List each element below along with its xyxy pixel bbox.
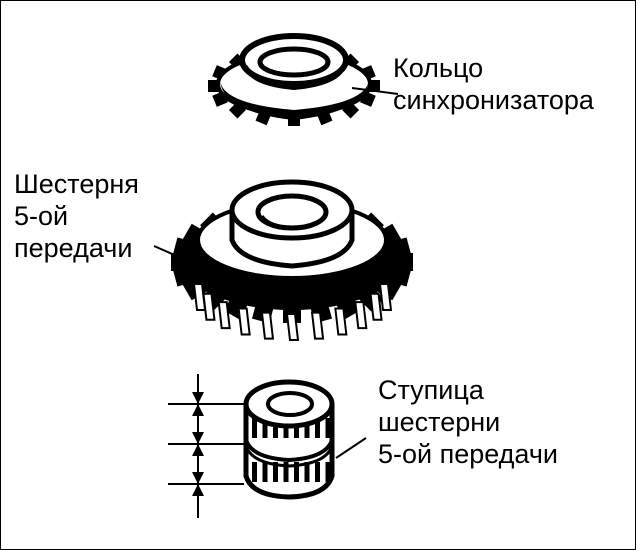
- fifth-gear-front-teeth: [192, 282, 393, 341]
- hub-spline: [262, 462, 268, 482]
- gear-front-tooth: [334, 307, 348, 336]
- fifth-gear-hub-label: Ступица шестерни 5-ой передачи: [378, 374, 558, 470]
- dimension-marks: [168, 374, 244, 518]
- hub-spline: [304, 462, 310, 482]
- gear-front-tooth: [369, 292, 383, 321]
- gear-front-tooth: [237, 307, 251, 336]
- synchronizer-ring-label-line-1: Кольцо: [393, 53, 484, 83]
- hub-spline: [325, 462, 331, 482]
- fifth-gear: [171, 179, 413, 341]
- hub-spline: [273, 418, 278, 438]
- hub-spline: [273, 462, 278, 482]
- fifth-gear-hub-label-line-3: 5-ой передачи: [378, 439, 559, 469]
- fifth-gear-hub: [243, 379, 335, 500]
- fifth-gear-hub-label-line-1: Ступица: [378, 375, 484, 405]
- hub-spline: [294, 462, 299, 482]
- hub-spline: [315, 462, 320, 482]
- hub-spline: [252, 462, 257, 482]
- hub-spline: [252, 418, 257, 438]
- synchronizer-ring-label-line-2: синхронизатора: [393, 85, 594, 115]
- fifth-gear-label-line-1: Шестерня: [14, 169, 139, 199]
- gear-front-tooth: [260, 311, 275, 340]
- hub-spline: [325, 418, 331, 438]
- synchronizer-ring: [208, 33, 380, 126]
- gear-front-tooth: [378, 282, 393, 311]
- hub-spline: [315, 418, 320, 438]
- gear-leader-line: [153, 245, 187, 261]
- hub-spline: [262, 418, 268, 438]
- hub-spline: [283, 462, 289, 482]
- gear-front-tooth: [354, 301, 368, 330]
- fifth-gear-label-line-2: 5-ой: [14, 201, 69, 231]
- gear-front-tooth: [217, 301, 231, 330]
- gear-front-tooth: [202, 292, 216, 321]
- gear-front-tooth: [310, 311, 325, 340]
- synchronizer-ring-label: Кольцо синхронизатора: [393, 52, 594, 116]
- gear-front-tooth: [285, 313, 300, 341]
- fifth-gear-label-line-3: передачи: [14, 233, 133, 263]
- fifth-gear-hub-label-line-2: шестерни: [378, 407, 501, 437]
- hub-leader-line: [335, 437, 367, 459]
- fifth-gear-label: Шестерня 5-ой передачи: [14, 168, 139, 264]
- ring-leader-line: [351, 87, 399, 95]
- hub-spline: [304, 418, 310, 438]
